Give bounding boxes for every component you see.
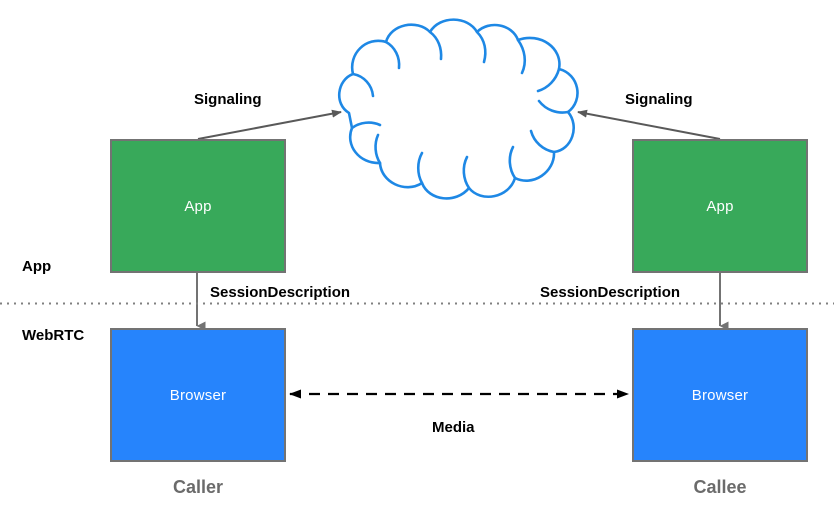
- app-box-callee[interactable]: App: [632, 139, 808, 273]
- layer-label-webrtc: WebRTC: [22, 327, 85, 344]
- sessiondescription-label-left: SessionDescription: [210, 284, 351, 301]
- layer-label-app: App: [22, 258, 52, 275]
- cloud-icon: [338, 18, 579, 200]
- role-label-caller: Caller: [172, 477, 224, 497]
- browser-box-callee[interactable]: Browser: [632, 328, 808, 462]
- sessiondescription-label-right: SessionDescription: [540, 284, 681, 301]
- browser-box-callee-label: Browser: [691, 386, 749, 404]
- signaling-label-left: Signaling: [194, 91, 262, 108]
- app-box-caller-label: App: [184, 197, 212, 215]
- app-box-callee-label: App: [706, 197, 734, 215]
- media-label: Media: [432, 419, 475, 436]
- signaling-label-right: Signaling: [625, 91, 693, 108]
- role-label-callee: Callee: [693, 477, 747, 497]
- browser-box-caller[interactable]: Browser: [110, 328, 286, 462]
- browser-box-caller-label: Browser: [169, 386, 227, 404]
- signaling-arrow-left: [197, 109, 342, 140]
- signaling-arrow-right: [577, 109, 721, 140]
- app-box-caller[interactable]: App: [110, 139, 286, 273]
